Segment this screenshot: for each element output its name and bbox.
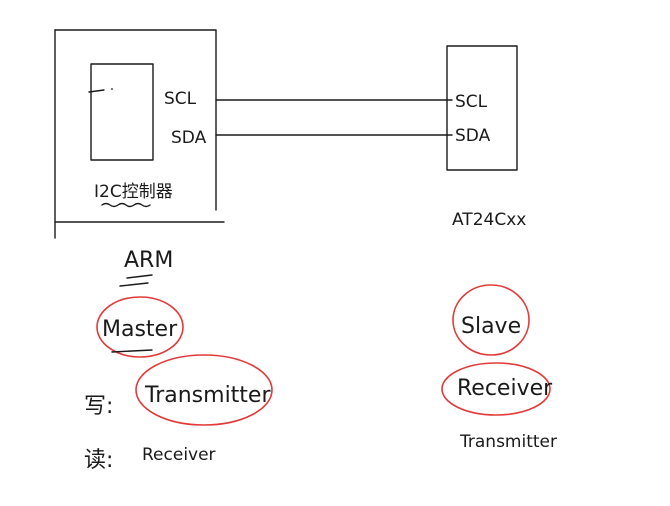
slave-write-role: Receiver	[457, 376, 553, 401]
i2c-controller-block	[88, 63, 154, 161]
master-write-role: Transmitter	[144, 383, 271, 408]
left-scl-label: SCL	[164, 89, 197, 109]
controller-dot	[111, 88, 113, 90]
read-prefix: 读:	[84, 448, 113, 473]
master-circle	[96, 296, 184, 358]
master-underline	[111, 349, 153, 353]
controller-label: I2C控制器	[94, 182, 173, 202]
arm-label: ARM	[124, 248, 173, 273]
receiver-circle	[441, 362, 551, 416]
eeprom-label: AT24Cxx	[452, 210, 526, 230]
arm-board	[54, 29, 225, 239]
controller-wavy-underline	[101, 202, 151, 208]
eeprom-device	[446, 45, 518, 171]
master-role: Master	[102, 317, 178, 342]
controller-tick	[88, 89, 105, 93]
controller-rect	[90, 63, 154, 161]
transmitter-circle	[135, 354, 273, 426]
right-sda-label: SDA	[455, 126, 491, 146]
write-prefix: 写:	[84, 394, 113, 419]
slave-circle	[452, 284, 530, 356]
master-read-role: Receiver	[142, 445, 216, 465]
arm-board-top-right-edge	[54, 29, 217, 211]
arm-underline-2	[119, 282, 149, 287]
slave-role: Slave	[461, 314, 521, 339]
slave-read-role: Transmitter	[459, 432, 557, 452]
eeprom-rect	[446, 45, 518, 171]
right-scl-label: SCL	[455, 92, 488, 112]
arm-underline-1	[126, 274, 153, 279]
left-sda-label: SDA	[171, 128, 207, 148]
